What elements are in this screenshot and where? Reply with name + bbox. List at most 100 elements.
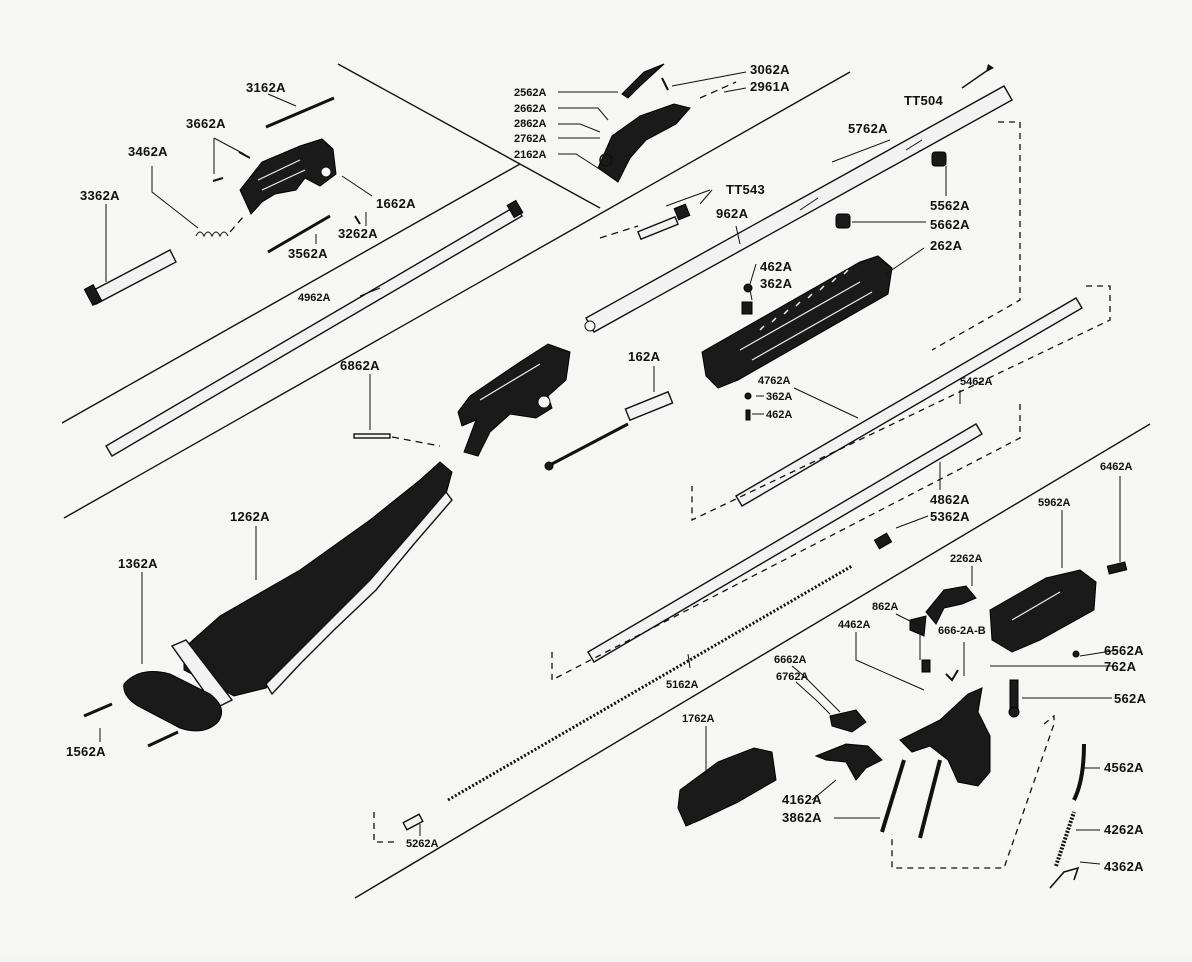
label-4762A: 4762A	[758, 375, 790, 387]
part-3562A	[267, 214, 331, 254]
label-462A-low: 462A	[766, 409, 792, 421]
label-3862A: 3862A	[782, 810, 822, 825]
part-6562A	[1072, 650, 1080, 658]
part-1562A-screws	[83, 702, 179, 748]
label-5762A: 5762A	[848, 121, 888, 136]
label-5262A: 5262A	[406, 838, 438, 850]
label-1562A: 1562A	[66, 744, 106, 759]
part-1262A-stock	[170, 461, 453, 709]
part-trigger-guard	[880, 687, 991, 839]
label-3662A: 3662A	[186, 116, 226, 131]
label-5462A: 5462A	[960, 376, 992, 388]
part-6862A-pin	[353, 433, 441, 447]
label-262A: 262A	[930, 238, 963, 253]
part-4962A-rod	[105, 199, 524, 457]
label-4562A: 4562A	[1104, 760, 1144, 775]
label-1362A: 1362A	[118, 556, 158, 571]
label-1762A: 1762A	[682, 713, 714, 725]
part-362A-462A-lower	[744, 392, 752, 421]
part-262A-forearm	[701, 255, 893, 389]
label-962A: 962A	[716, 206, 749, 221]
part-3462A-spring	[195, 215, 245, 238]
label-162A: 162A	[628, 349, 661, 364]
label-3262A: 3262A	[338, 226, 378, 241]
part-962A-barrel	[584, 85, 1013, 333]
part-3362A-tube	[83, 249, 177, 306]
part-5562A-5662A-bushings	[835, 151, 947, 229]
part-6462A	[1106, 561, 1128, 575]
part-5162A-spring	[447, 564, 853, 802]
part-666-2A-B	[945, 669, 959, 682]
label-6562A: 6562A	[1104, 643, 1144, 658]
part-receiver	[457, 343, 571, 457]
label-362A-top: 362A	[760, 276, 793, 291]
label-2961A: 2961A	[750, 79, 790, 94]
label-5362A: 5362A	[930, 509, 970, 524]
label-762A: 762A	[1104, 659, 1137, 674]
label-6662A: 6662A	[774, 654, 806, 666]
label-2762A: 2762A	[514, 133, 546, 145]
label-562A: 562A	[1114, 691, 1147, 706]
label-462A-top: 462A	[760, 259, 793, 274]
part-6662A-6762A	[814, 709, 883, 781]
part-3662A	[212, 151, 251, 182]
label-666-2A-B: 666-2A-B	[938, 625, 986, 637]
part-462A-362A-screws-top	[741, 283, 753, 315]
part-4862A-tube	[587, 423, 983, 663]
label-2662A: 2662A	[514, 103, 546, 115]
part-5962A-block	[989, 569, 1097, 653]
part-3262A	[354, 215, 361, 225]
part-562A-pin	[1008, 679, 1020, 718]
part-4262A-spring	[1054, 811, 1076, 867]
label-862A: 862A	[872, 601, 898, 613]
part-4362A-wire	[1049, 866, 1080, 889]
label-TT504: TT504	[904, 93, 944, 108]
part-2262A	[909, 585, 977, 637]
label-2162A: 2162A	[514, 149, 546, 161]
part-1762A-carrier	[677, 747, 777, 827]
part-TT504-arrow	[961, 64, 994, 89]
part-1362A-buttplate	[123, 671, 223, 732]
tube-dashed-frames	[551, 285, 1111, 682]
label-5962A: 5962A	[1038, 497, 1070, 509]
label-5562A: 5562A	[930, 198, 970, 213]
leader-lines	[99, 71, 1121, 865]
part-5262A-follower	[373, 812, 424, 843]
label-4362A: 4362A	[1104, 859, 1144, 874]
label-4962A: 4962A	[298, 292, 330, 304]
label-TT543: TT543	[726, 182, 765, 197]
part-TT543-pin	[599, 203, 691, 241]
part-2962A-trigger-assembly	[597, 81, 737, 183]
label-3362A: 3362A	[80, 188, 120, 203]
label-4162A: 4162A	[782, 792, 822, 807]
label-5662A: 5662A	[930, 217, 970, 232]
label-2562A: 2562A	[514, 87, 546, 99]
label-6462A: 6462A	[1100, 461, 1132, 473]
label-4862A: 4862A	[930, 492, 970, 507]
label-1262A: 1262A	[230, 509, 270, 524]
part-3062A	[621, 63, 669, 99]
barrel-dashed-frame	[931, 121, 1021, 351]
part-862A	[921, 659, 931, 673]
part-magazine-tube-upper	[735, 297, 1083, 507]
label-6762A: 6762A	[776, 671, 808, 683]
label-362A-low: 362A	[766, 391, 792, 403]
part-labels: 3162A 3662A 3462A 3362A 1662A 3262A 3562…	[66, 62, 1147, 874]
label-4262A: 4262A	[1104, 822, 1144, 837]
part-5362A-plug	[873, 532, 893, 550]
label-5162A: 5162A	[666, 679, 698, 691]
label-1662A: 1662A	[376, 196, 416, 211]
label-3562A: 3562A	[288, 246, 328, 261]
label-2262A: 2262A	[950, 553, 982, 565]
label-3462A: 3462A	[128, 144, 168, 159]
label-6862A: 6862A	[340, 358, 380, 373]
label-3162A: 3162A	[246, 80, 286, 95]
part-1662A-hammer-block	[239, 138, 337, 215]
part-3162A	[265, 96, 335, 129]
label-4462A: 4462A	[838, 619, 870, 631]
trigger-dashed-frame	[891, 714, 1055, 869]
part-4562A-spring	[1072, 743, 1086, 801]
panel-divider-lines	[61, 63, 1151, 899]
